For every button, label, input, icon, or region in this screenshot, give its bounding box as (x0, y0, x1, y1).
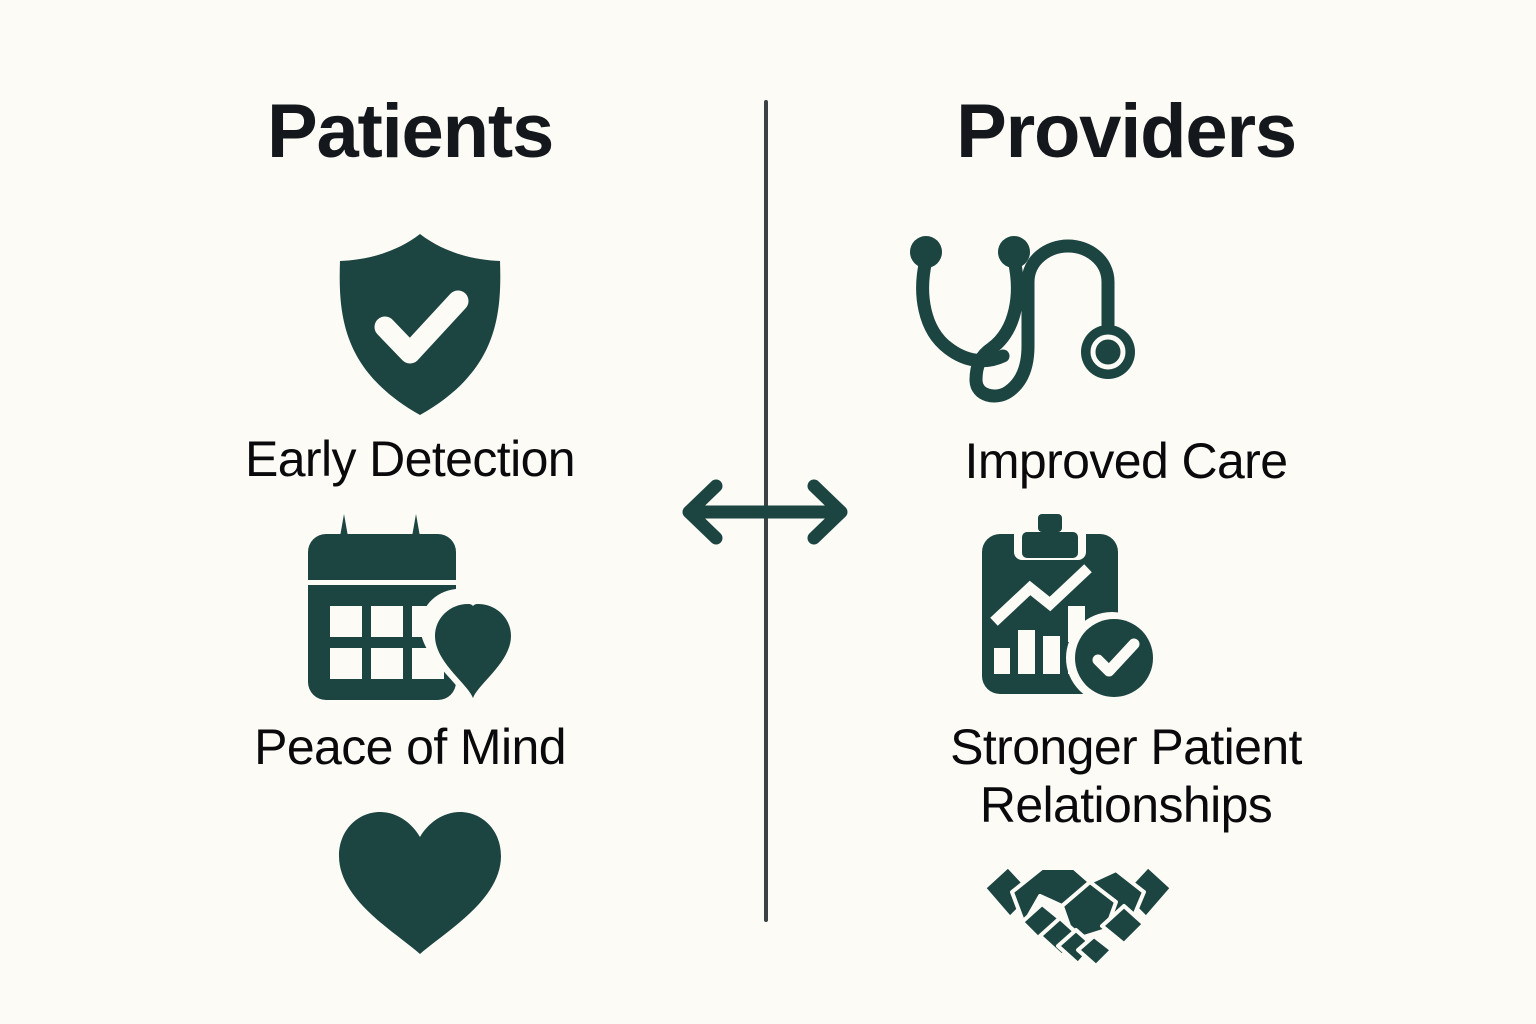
early-detection-label: Early Detection (244, 431, 576, 487)
early-detection-item: Early Detection (60, 430, 760, 488)
patients-column-heading: Patients (60, 94, 760, 170)
heart-icon (335, 808, 505, 958)
clipboard-chart-check-icon (968, 512, 1168, 704)
providers-column-heading: Providers (776, 94, 1476, 170)
stethoscope-icon (908, 234, 1198, 404)
relationships-label: Relationships (979, 777, 1273, 833)
shield-check-icon (330, 232, 510, 417)
handshake-icon (978, 852, 1178, 968)
improved-care-label: Improved Care (964, 433, 1288, 489)
calendar-heart-icon (298, 508, 538, 703)
improved-care-item: Improved Care (776, 432, 1476, 490)
patients-heading-text: Patients (266, 89, 554, 174)
peace-of-mind-item: Peace of Mind (60, 718, 760, 776)
peace-of-mind-label: Peace of Mind (254, 719, 566, 775)
stronger-patient-relationships-item: Stronger Patient Relationships (776, 718, 1476, 834)
bidirectional-arrow-icon (672, 478, 858, 546)
providers-heading-text: Providers (956, 89, 1297, 174)
stronger-patient-label: Stronger Patient (950, 719, 1302, 775)
